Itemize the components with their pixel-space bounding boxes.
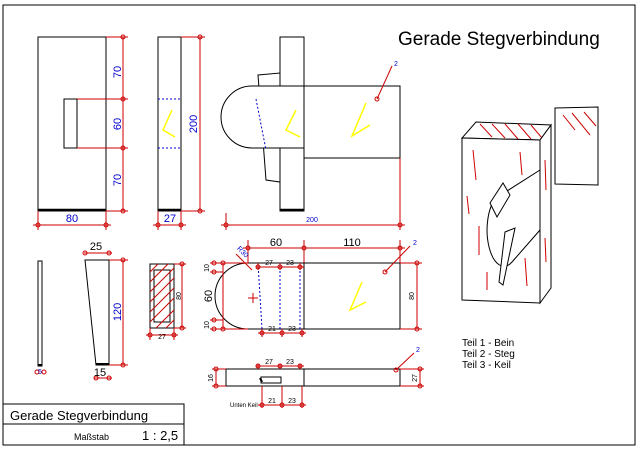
steg-top-view: 2 [203,237,422,337]
dimension-chain-vertical [77,34,128,214]
steg-side-view: 2 27 23 16 27 Unten Keil 21 23 [208,347,424,409]
dim-15: 15 [94,367,106,379]
section-view: 80 27 [146,261,186,341]
dim-27-side: 27 [265,359,273,366]
legend-part-3: Teil 3 - Keil [462,360,511,371]
bein-front-view: 70 60 70 80 [33,34,128,230]
dim-25: 25 [90,241,102,253]
dim-60-mid: 60 [112,118,124,130]
dim-5: 5 [38,369,42,376]
dim-27-top: 27 [265,260,273,267]
legend-part-1: Teil 1 - Bein [462,338,514,349]
dim-21-bottom: 21 [268,326,276,333]
label-unten-keil: Unten Keil [230,403,258,409]
dim-27-thickness: 27 [412,374,419,382]
dim-10-top: 10 [204,264,211,272]
dim-70-top: 70 [112,66,124,78]
dim-23-bottom: 23 [288,326,296,333]
isometric-view [460,106,599,305]
dim-16: 16 [208,374,215,382]
legend-part-2: Teil 2 - Steg [462,349,515,360]
dim-23-top: 23 [286,260,294,267]
dim-80-section: 80 [176,292,183,300]
keil-front-view: 5 [34,260,47,376]
scale-label: Maßstab [74,432,109,442]
part-marker-2-mid: 2 [413,240,417,247]
dim-23-side: 23 [286,359,294,366]
title-block-name: Gerade Stegverbindung [10,408,148,423]
dim-120: 120 [112,303,124,321]
dim-27-section: 27 [158,334,166,341]
dim-110: 110 [343,237,361,249]
scale-value: 1 : 2,5 [142,428,178,443]
dim-27-depth: 27 [164,213,176,225]
drawing-title: Gerade Stegverbindung [398,29,600,50]
dim-60-top: 60 [270,237,282,249]
bein-side-view: 200 27 [153,34,205,230]
keil-side-view: 25 120 15 [82,241,128,381]
dim-21-side: 21 [268,398,276,405]
part-marker-2-bottom: 2 [416,347,420,354]
dim-23-side-bottom: 23 [288,398,296,405]
dim-200-length: 200 [306,217,318,224]
dim-70-bottom: 70 [112,174,124,186]
dim-80-width: 80 [66,213,78,225]
dim-200-height: 200 [188,115,200,133]
dim-10-bottom: 10 [204,321,211,329]
part-marker-2-top: 2 [394,61,398,68]
title-block: Gerade Stegverbindung Maßstab 1 : 2,5 [2,403,185,446]
dim-80-right: 80 [409,292,416,300]
dim-60-left: 60 [203,290,215,302]
assembly-front-view: 2 200 [220,36,405,230]
